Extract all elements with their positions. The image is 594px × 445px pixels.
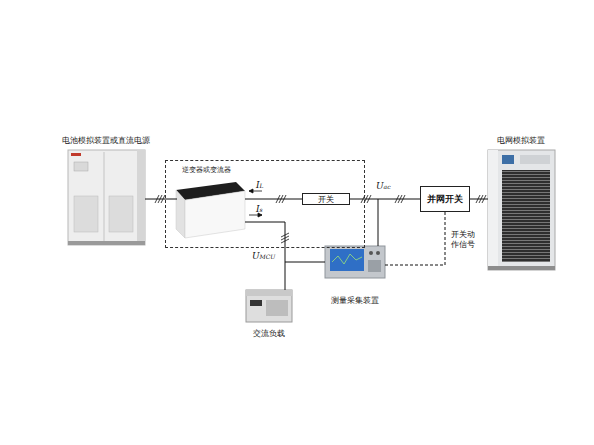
power-line — [245, 199, 302, 200]
cabinet-body — [68, 150, 145, 245]
signal-name: Is — [256, 204, 263, 215]
edge-label: 开关动作信号 — [451, 230, 475, 250]
node-label: 测量采集装置 — [331, 295, 379, 306]
ac-load: 交流负载 — [246, 290, 292, 322]
node-label: 交流负载 — [253, 328, 285, 339]
node-label: 电池模拟装置或直流电源 — [62, 135, 150, 146]
power-line — [245, 222, 285, 290]
cabinet-side — [137, 150, 145, 245]
hatch — [281, 233, 289, 243]
voltage-tap — [285, 262, 325, 263]
recorder-drawing — [325, 246, 385, 278]
load-top — [246, 290, 292, 296]
load-display — [250, 300, 262, 306]
vent-panel — [109, 196, 133, 232]
tap-wires — [165, 199, 378, 262]
node-label: 并网开关 — [427, 194, 463, 205]
simulator-side — [488, 150, 498, 270]
power-line — [145, 199, 165, 200]
phase-hatch — [155, 195, 486, 243]
simulator-screen — [502, 155, 514, 164]
voltage-tap — [378, 199, 379, 246]
recorder-knob — [369, 251, 373, 255]
logo-strip — [71, 153, 81, 156]
recorder-keys — [368, 260, 381, 272]
node-label: 电网模拟装置 — [497, 135, 545, 146]
hatch — [361, 195, 371, 203]
inverter-drawing — [176, 182, 245, 238]
node-label: 开关 — [318, 194, 334, 205]
vent-panel — [74, 196, 98, 232]
simulator-vents — [502, 170, 550, 262]
signal-name: UMCU — [252, 251, 275, 262]
simulator-body — [488, 150, 555, 270]
power-line — [470, 199, 488, 200]
inverter-lead — [165, 199, 177, 200]
door-seam — [104, 152, 105, 241]
node-label: 逆变器或变流器 — [182, 165, 231, 176]
grid-simulator: 电网模拟装置 — [488, 150, 555, 270]
inverter-side — [176, 190, 185, 238]
load-panel — [266, 300, 288, 316]
recorder-knob — [376, 251, 380, 255]
power-line — [350, 199, 420, 200]
signal-name: Uac — [376, 181, 391, 192]
inverter-front — [185, 191, 245, 238]
signal-name: IL — [256, 180, 264, 191]
load-body — [246, 290, 292, 322]
source-cabinet: 电池模拟装置或直流电源 — [68, 150, 145, 245]
arrow-head — [249, 189, 253, 193]
cabinet-drawing — [68, 150, 145, 245]
cabinet-base — [68, 241, 145, 245]
switch-box: 开关 — [302, 193, 350, 205]
grid-simulator-drawing — [488, 150, 555, 270]
recorder-body — [325, 246, 385, 278]
screen-trace — [332, 254, 362, 264]
hatch — [395, 195, 405, 203]
hatch — [155, 195, 165, 203]
hatch — [476, 195, 486, 203]
current-arrow — [249, 189, 262, 217]
hatch — [276, 195, 286, 203]
simulator-base — [488, 266, 555, 270]
load-drawing — [246, 290, 292, 322]
grid-switch-box: 并网开关 — [420, 186, 470, 212]
signal-line — [385, 212, 445, 265]
simulator-panel — [520, 155, 550, 164]
recorder-screen — [330, 249, 364, 271]
panel-display — [74, 162, 88, 171]
measuring-device: 测量采集装置 — [325, 246, 385, 278]
